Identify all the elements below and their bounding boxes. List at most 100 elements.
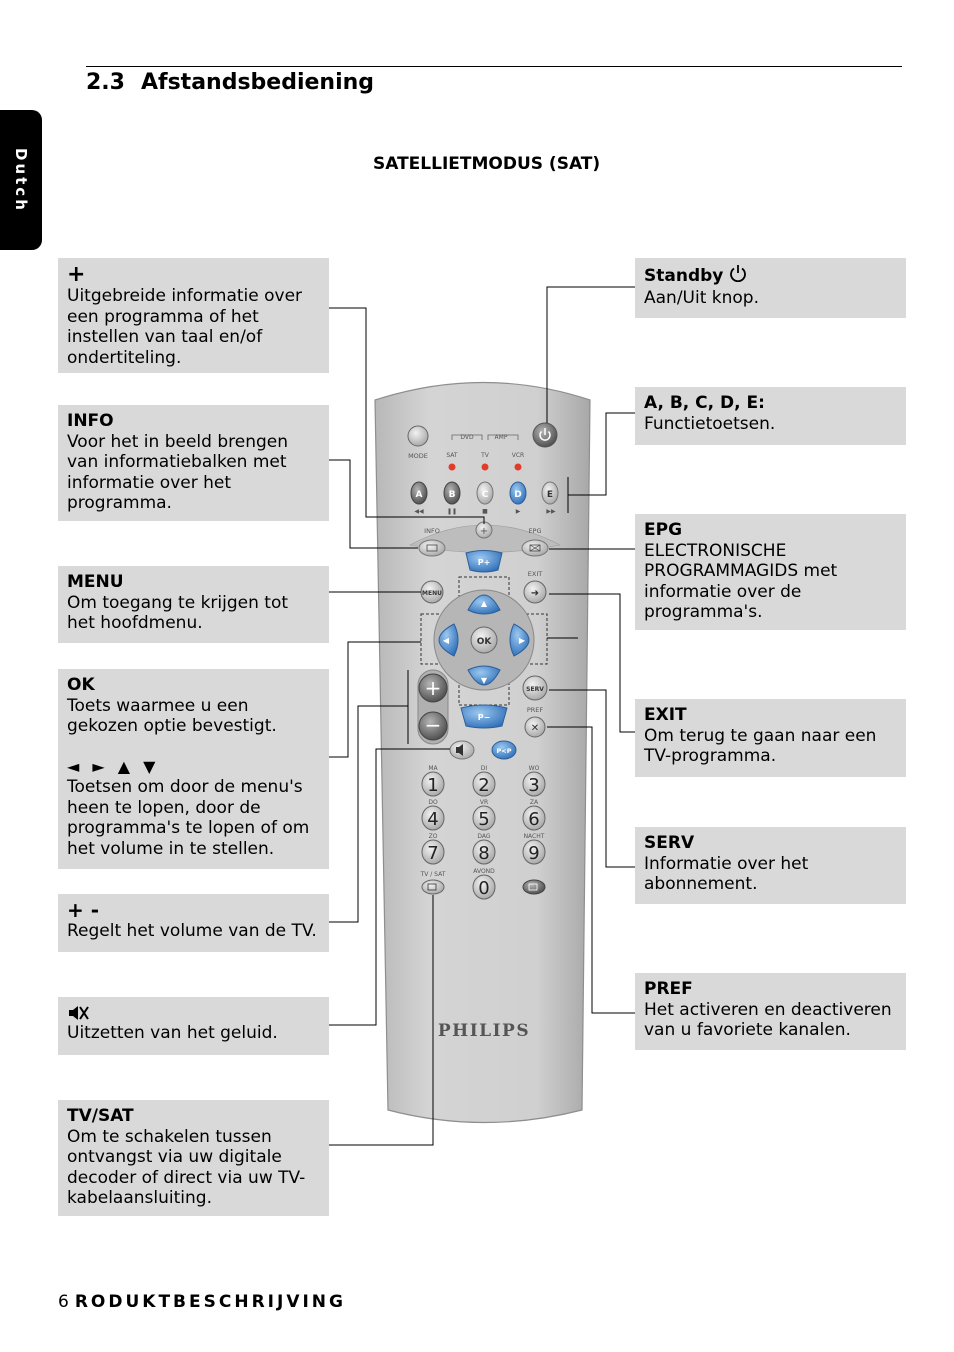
callout-box-info-plus: + Uitgebreide informatie over een progra… (58, 258, 329, 373)
left-arrow-button[interactable] (438, 623, 459, 657)
right-arrow-button[interactable] (509, 623, 530, 657)
callout-text: Aan/Uit knop. (644, 287, 759, 308)
callout-text: Het activeren en deactiveren van u favor… (644, 999, 892, 1041)
svg-text:➜: ➜ (531, 588, 539, 599)
callout-title: EPG (644, 520, 683, 540)
language-tab: Dutch (0, 110, 42, 250)
leader-lines (329, 286, 635, 1146)
callout-text: Toets waarmee u een gekozen optie bevest… (67, 695, 277, 737)
rewind-icon: ◀◀ (414, 508, 424, 515)
svg-text:P−: P− (478, 713, 491, 722)
svg-text:WO: WO (529, 765, 540, 772)
svg-text:▶: ▶ (519, 636, 526, 645)
svg-text:✕: ✕ (531, 723, 539, 734)
footer-title: RODUKTBESCHRIJVING (74, 1292, 346, 1312)
vcr-label: VCR (512, 452, 524, 459)
digit-2-button[interactable]: 2 (472, 771, 496, 797)
svg-text:TV / SAT: TV / SAT (420, 871, 446, 878)
digit-3-button[interactable]: 3 (522, 771, 546, 797)
callout-text: Om terug te gaan naar een TV-programma. (644, 725, 877, 767)
svg-text:▲: ▲ (481, 599, 488, 608)
digit-1-button[interactable]: 1 (421, 771, 445, 797)
tvsat-button[interactable] (421, 879, 445, 895)
svg-text:+: + (425, 676, 442, 700)
svg-text:P+: P+ (478, 558, 491, 567)
digit-6-button[interactable]: 6 (522, 805, 546, 831)
p-minus-button[interactable] (460, 704, 508, 729)
svg-text:3: 3 (528, 775, 539, 796)
digit-5-button[interactable]: 5 (472, 805, 496, 831)
svg-text:◀: ◀ (443, 636, 450, 645)
svg-text:+: + (480, 526, 488, 537)
led-tv (481, 463, 489, 471)
pref-button[interactable] (524, 716, 546, 738)
exit-button[interactable] (523, 580, 547, 604)
play-icon: ▶ (516, 508, 521, 515)
callout-title: Standby (644, 265, 724, 286)
digit-9-button[interactable]: 9 (522, 839, 546, 865)
callout-box-serv: SERV Informatie over het abonnement. (635, 827, 906, 904)
callout-text: ELECTRONISCHE PROGRAMMAGIDS met informat… (644, 540, 838, 623)
pause-icon: ❚❚ (447, 508, 457, 515)
svg-text:1: 1 (427, 775, 438, 796)
callout-text-2: Toetsen om door de menu's heen te lopen,… (67, 777, 310, 859)
tv-label: TV (480, 452, 490, 459)
epg-label: EPG (528, 527, 541, 535)
dvd-label: DVD (460, 434, 474, 441)
function-key-a[interactable]: A (410, 481, 428, 505)
language-tab-label: Dutch (12, 148, 30, 213)
mode-button[interactable] (407, 425, 429, 447)
down-arrow-button[interactable] (467, 665, 501, 686)
callout-title: TV/SAT (67, 1106, 134, 1126)
pp-button[interactable] (491, 740, 517, 760)
callout-box-ok: OK Toets waarmee u een gekozen optie bev… (58, 669, 329, 869)
callout-text: Uitzetten van het geluid. (67, 1023, 278, 1043)
svg-text:2: 2 (478, 775, 489, 796)
digit-4-button[interactable]: 4 (421, 805, 445, 831)
svg-text:C: C (482, 490, 489, 500)
digit-0-button[interactable]: 0 (472, 874, 496, 900)
standby-icon (539, 430, 551, 441)
page-number: 6 (58, 1292, 69, 1312)
ok-button[interactable] (470, 626, 498, 654)
callout-box-pref: PREF Het activeren en deactiveren van u … (635, 973, 906, 1050)
serv-button[interactable] (522, 675, 548, 701)
function-key-e[interactable]: E (541, 481, 559, 505)
led-sat (448, 463, 456, 471)
svg-text:DO: DO (428, 799, 438, 806)
volume-up-button[interactable] (418, 673, 448, 703)
svg-text:SERV: SERV (526, 686, 544, 693)
info-button[interactable] (418, 539, 446, 557)
svg-text:ZA: ZA (530, 799, 539, 806)
section-number: 2.3 (86, 70, 125, 95)
callout-title: OK (67, 675, 95, 695)
p-plus-button[interactable] (465, 550, 503, 573)
function-key-d[interactable]: D (509, 481, 527, 505)
up-arrow-button[interactable] (467, 594, 501, 615)
digit-8-button[interactable]: 8 (472, 839, 496, 865)
callout-text: Om te schakelen tussen ontvangst via uw … (67, 1126, 306, 1209)
callout-title-row: Standby (644, 264, 897, 288)
svg-text:P<P: P<P (497, 747, 512, 755)
callout-title: A, B, C, D, E: (644, 393, 765, 413)
svg-text:4: 4 (427, 809, 438, 830)
callout-box-info: INFO Voor het in beeld brengen van infor… (58, 405, 329, 521)
callout-title: EXIT (644, 705, 687, 725)
teletext-button[interactable] (522, 879, 546, 895)
volume-down-button[interactable] (418, 711, 448, 741)
digit-7-button[interactable]: 7 (421, 839, 445, 865)
pref-label: PREF (527, 706, 544, 714)
arrow-keys-symbols: ◄ ► ▲ ▼ (67, 756, 160, 776)
callout-title: SERV (644, 833, 695, 853)
svg-text:6: 6 (528, 809, 539, 830)
function-key-b[interactable]: B (443, 481, 461, 505)
callout-title: INFO (67, 411, 114, 431)
callout-box-epg: EPG ELECTRONISCHE PROGRAMMAGIDS met info… (635, 514, 906, 630)
mode-title: SATELLIETMODUS (SAT) (373, 154, 601, 174)
function-key-c[interactable]: C (476, 481, 494, 505)
callout-box-mute: Uitzetten van het geluid. (58, 997, 329, 1055)
callout-title: + - (67, 898, 100, 922)
